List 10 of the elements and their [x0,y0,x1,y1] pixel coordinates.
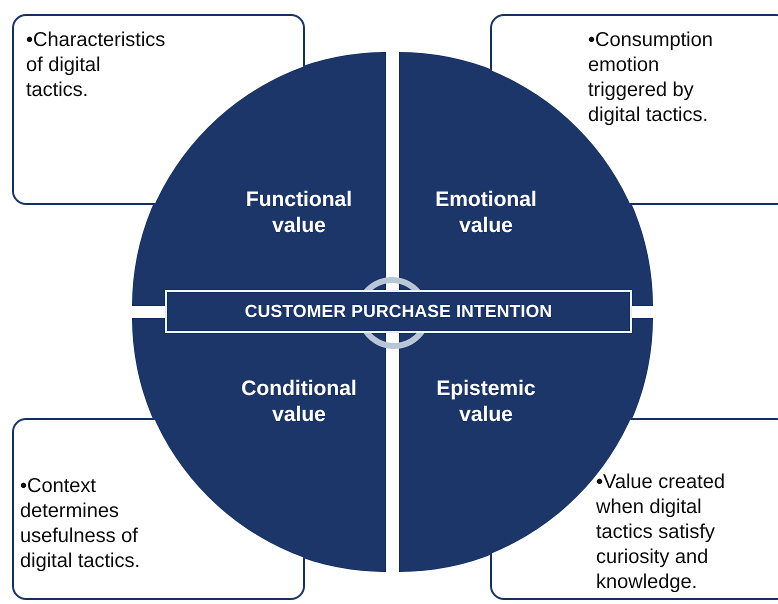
quadrant-label: Conditional value [240,376,358,428]
description-text: •Context determines usefulness of digital tactics. [20,474,142,574]
quadrant-label: Emotional value [434,187,538,239]
banner-title: CUSTOMER PURCHASE INTENTION [244,301,552,322]
center-banner [165,290,632,333]
description-text: •Value created when digital tactics satisfy curiosity and knowledge. [596,470,726,595]
description-text: •Consumption emotion triggered by digital tactics. [588,28,714,128]
description-text: •Characteristics of digital tactics. [26,28,166,103]
quadrant-label: Epistemic value [435,376,537,428]
quadrant-label: Functional value [244,187,354,239]
